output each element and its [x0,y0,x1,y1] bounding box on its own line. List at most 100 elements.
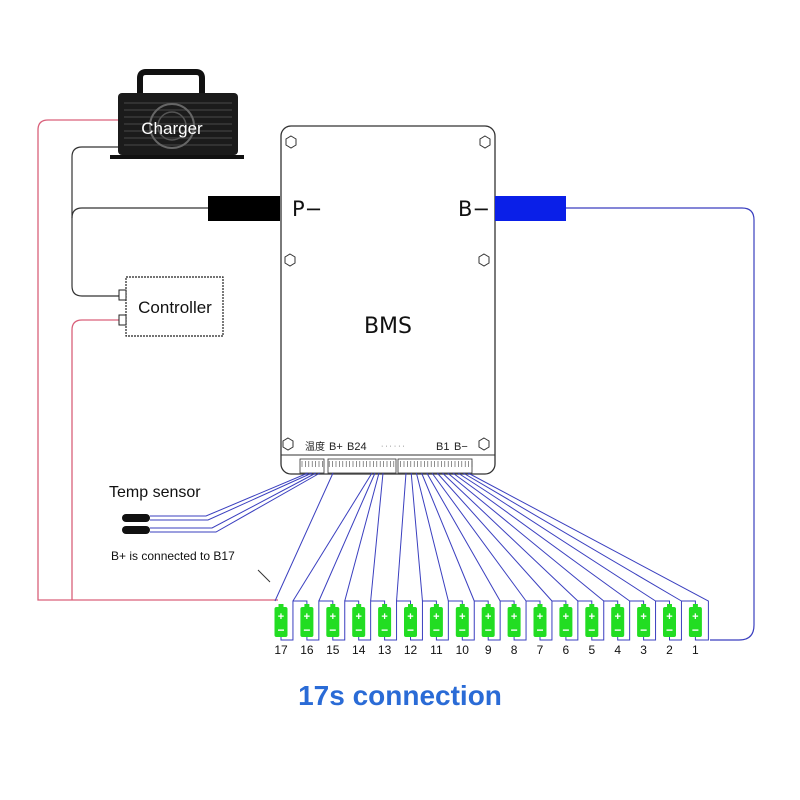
controller-port-2 [118,314,127,326]
cell-minus-icon: − [511,623,518,637]
temp-probe-2 [122,526,150,534]
controller: Controller [118,276,224,337]
cell-plus-icon: + [381,611,387,623]
temp-probe-1 [122,514,150,522]
cell-minus-icon: − [588,623,595,637]
balance-wires [274,472,709,641]
charger-label: Charger [141,119,203,138]
temp-sensor-wire [150,472,317,529]
bms-label: BMS [364,314,412,339]
battery-cell: +−4 [611,604,625,657]
balance-wire [447,472,605,602]
cell-number-label: 8 [511,643,518,657]
battery-cell: +−5 [585,604,599,657]
series-link-wire [306,600,334,641]
battery-cell: +−9 [481,604,495,657]
connector-main [327,458,473,474]
battery-cells: +−17+−16+−15+−14+−13+−12+−11+−10+−9+−8+−… [274,604,702,657]
pin-dots: · · · · · · [381,443,405,450]
balance-wire [344,472,380,602]
b-minus-label: B− [458,197,490,221]
balance-wire [467,472,709,641]
series-link-wire [487,600,515,641]
battery-cell: +− 6 [559,604,573,657]
cell-number-label: 2 [666,643,673,657]
cell-number-label: 5 [588,643,595,657]
b-minus-terminal [495,196,566,221]
cell-number-label: 11 [430,643,443,657]
balance-wire [431,472,527,602]
p-minus-label: P− [292,197,322,221]
cell-number-label: 4 [614,643,621,657]
balance-wire [318,472,376,602]
cell-plus-icon: + [614,611,620,623]
series-link-wire [643,600,670,641]
cell-minus-icon: − [329,623,336,637]
cell-plus-icon: + [407,611,413,623]
series-link-wire [539,600,567,641]
cell-plus-icon: + [485,611,491,623]
temp-pin-label: 温度 [305,440,325,453]
diagram-caption: 17s connection [298,680,502,711]
cell-plus-icon: + [563,611,569,623]
cell-minus-icon: − [433,623,440,637]
cell-plus-icon: + [459,611,465,623]
cell-number-label: 13 [378,643,392,657]
series-link-wire [332,600,360,641]
mount-hole-icon [479,135,491,149]
battery-cell: +− 10 [456,604,470,657]
balance-wire [436,472,553,602]
bms-body [280,125,496,475]
cell-plus-icon: + [330,611,336,623]
cell-minus-icon: − [640,623,647,637]
charger-positive-wire [37,119,278,601]
cell-plus-icon: + [666,611,672,623]
cell-minus-icon: − [536,623,543,637]
note-pointer [257,569,271,583]
bms-board: P− B− BMS 温度 B+ B24 · · · · · · B1 B− [208,125,566,475]
balance-wire [415,472,449,602]
charger-handle [137,69,205,95]
balance-wire [442,472,579,602]
b-minus-wire [566,207,755,641]
cell-plus-icon: + [433,611,439,623]
b-minus-pin-label: B− [454,441,468,453]
battery-cell: +−8 [507,604,521,657]
series-link-wire [280,600,308,641]
cell-minus-icon: − [459,623,466,637]
series-link-wire [435,600,463,641]
series-link-wire [565,600,593,641]
series-link-wire [513,600,541,641]
controller-label: Controller [138,298,212,317]
cell-minus-icon: − [666,623,673,637]
cell-minus-icon: − [381,623,388,637]
battery-cell: +−7 [533,604,547,657]
series-link-wire [358,600,386,641]
cell-number-label: 10 [456,643,470,657]
balance-wire [274,472,334,602]
balance-wire [426,472,501,602]
battery-cell: +−12 [404,604,417,657]
series-link-wire [410,600,437,641]
battery-cell: +−17 [274,604,288,657]
cell-number-label: 6 [563,643,570,657]
cell-minus-icon: − [562,623,569,637]
b-plus-note: B+ is connected to B17 [111,549,235,563]
mount-hole-icon [284,253,296,267]
cell-minus-icon: − [407,623,414,637]
series-link-wire [384,600,411,641]
charger: Charger [110,69,244,159]
series-link-wire [591,600,619,641]
battery-cell: +−1 [688,604,702,657]
cell-number-label: 15 [326,643,340,657]
charger-fan-icon [149,103,195,149]
cell-number-label: 17 [274,643,288,657]
balance-wire [457,472,656,602]
balance-wire [421,472,475,602]
cell-minus-icon: − [692,623,699,637]
temp-sensor-label: Temp sensor [109,484,201,501]
cell-minus-icon: − [277,623,284,637]
temp-sensor-wire [150,472,321,533]
cell-plus-icon: + [304,611,310,623]
mount-hole-icon [478,437,490,451]
